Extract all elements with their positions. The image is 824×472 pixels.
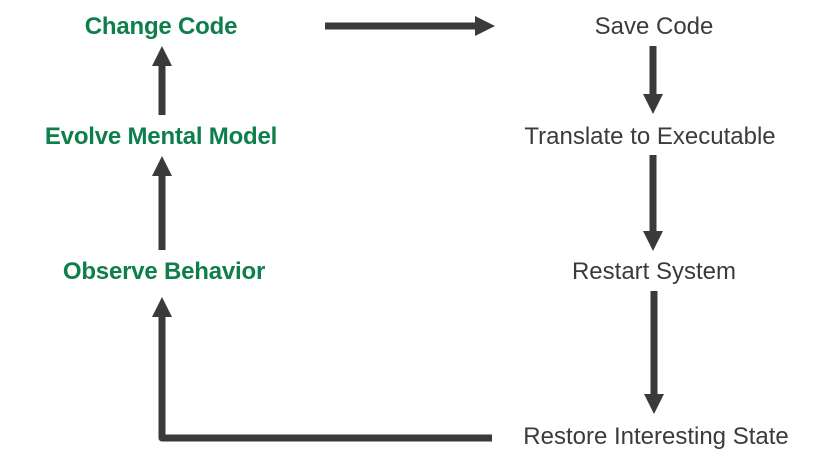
- arrow-restore-to-observe: [152, 297, 492, 442]
- node-restart-system: Restart System: [571, 257, 737, 285]
- node-restore-interesting-state: Restore Interesting State: [523, 422, 789, 450]
- node-observe-behavior: Observe Behavior: [62, 257, 266, 285]
- node-save-code: Save Code: [594, 12, 714, 40]
- node-evolve-mental-model: Evolve Mental Model: [44, 122, 278, 150]
- node-change-code: Change Code: [84, 12, 238, 40]
- node-translate-to-executable: Translate to Executable: [524, 122, 776, 150]
